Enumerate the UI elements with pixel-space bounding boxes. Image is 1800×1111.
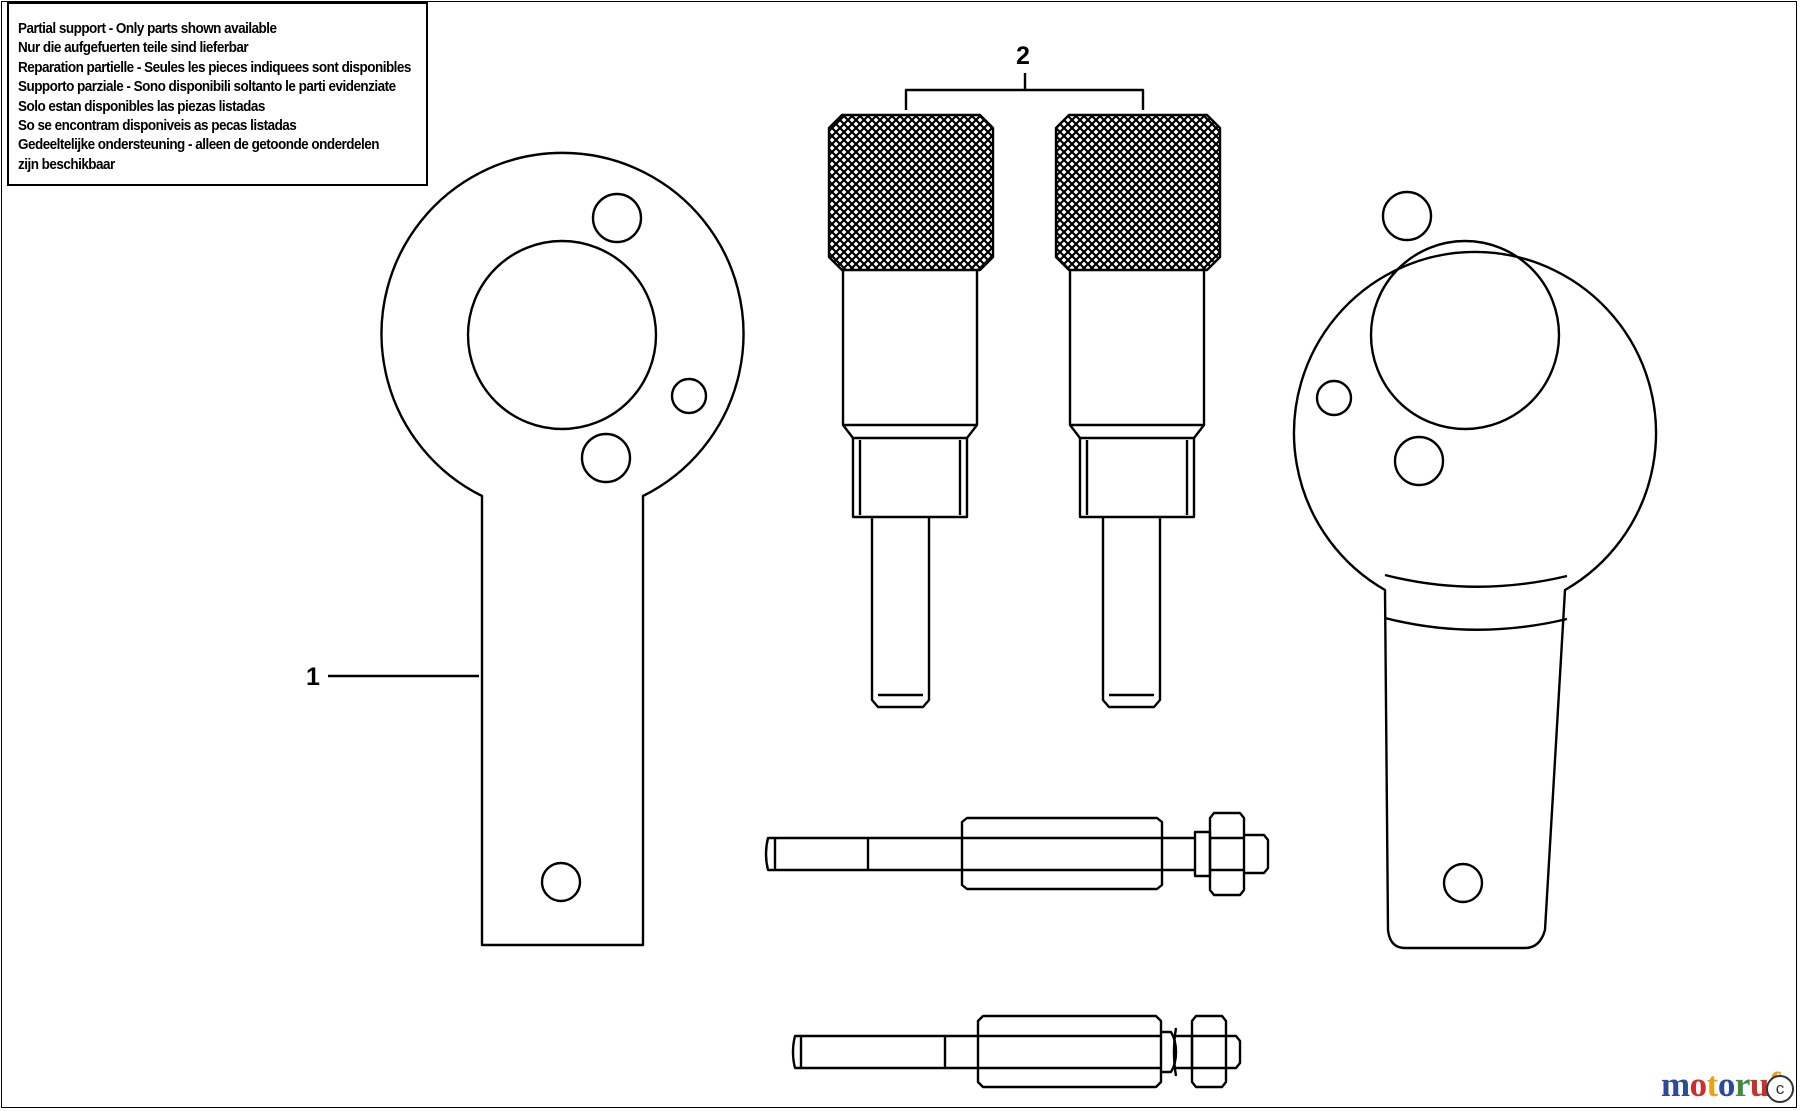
locking-plate-left bbox=[380, 151, 745, 947]
watermark-letter: u bbox=[1749, 1065, 1769, 1104]
partial-support-notice: Partial support - Only parts shown avail… bbox=[7, 2, 428, 186]
callout-2: 2 bbox=[1016, 42, 1030, 70]
notice-line-es: Solo estan disponibles las piezas listad… bbox=[18, 98, 265, 115]
timing-pin-right bbox=[1054, 113, 1222, 709]
timing-pin-left bbox=[827, 113, 995, 709]
notice-line-en: Partial support - Only parts shown avail… bbox=[18, 21, 277, 37]
copyright-icon: c bbox=[1766, 1075, 1794, 1103]
watermark-letter: m bbox=[1661, 1065, 1690, 1104]
watermark-letter: t bbox=[1706, 1065, 1719, 1104]
notice-line-fr: Reparation partielle - Seules les pieces… bbox=[18, 59, 411, 76]
locking-plate-right bbox=[1292, 190, 1658, 950]
notice-line-it: Supporto parziale - Sono disponibili sol… bbox=[18, 79, 396, 96]
notice-line-nl: Gedeeltelijke ondersteuning - alleen de … bbox=[18, 137, 379, 154]
adjusting-bolt-lower bbox=[791, 1014, 1242, 1089]
callout-2-bracket bbox=[904, 73, 1145, 110]
watermark-letter: o bbox=[1717, 1065, 1736, 1104]
adjusting-bolt-upper bbox=[764, 811, 1270, 897]
notice-line-de: Nur die aufgefuerten teile sind lieferba… bbox=[18, 40, 249, 57]
watermark-letter: o bbox=[1689, 1065, 1708, 1104]
motoruf-watermark: motoruf bbox=[1661, 1065, 1780, 1105]
notice-line-nl-cont: zijn beschikbaar bbox=[18, 156, 115, 173]
watermark-letter: r bbox=[1734, 1065, 1751, 1104]
callout-1: 1 bbox=[306, 663, 320, 691]
notice-line-pt: So se encontram disponiveis as pecas lis… bbox=[18, 118, 297, 135]
